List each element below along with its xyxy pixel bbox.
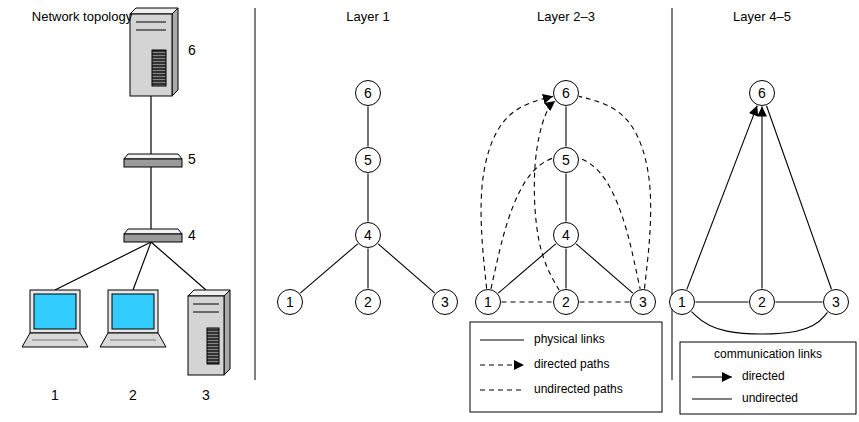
legend-frame — [680, 342, 856, 414]
legend-entry: directed — [742, 370, 785, 383]
legend-text: undirected — [742, 391, 798, 405]
legend-text: physical links — [534, 332, 605, 346]
node-circle: 4 — [553, 222, 579, 248]
legend-frame — [470, 322, 662, 412]
node-circle: 2 — [355, 289, 381, 315]
node-circle: 1 — [277, 289, 303, 315]
node-number: 2 — [562, 295, 570, 309]
node-number: 2 — [758, 295, 766, 309]
device-number: 4 — [188, 228, 196, 243]
physical-link — [565, 107, 566, 147]
node-number: 6 — [562, 86, 570, 100]
node-circle: 4 — [355, 222, 381, 248]
legend-text: undirected paths — [534, 382, 623, 396]
physical-link — [687, 106, 757, 290]
node-circle: 6 — [355, 80, 381, 106]
legend-entry: undirected — [742, 392, 798, 405]
legend-heading: communication links — [714, 348, 822, 361]
legend-sample — [480, 339, 524, 340]
server-icon — [130, 8, 178, 96]
legend-entry: physical links — [534, 333, 605, 346]
server-icon — [188, 290, 230, 375]
node-circle: 1 — [475, 289, 501, 315]
legend-sample — [692, 376, 732, 377]
node-number: 4 — [364, 228, 372, 242]
physical-link — [367, 107, 368, 147]
path-link — [491, 156, 640, 289]
physical-link — [761, 107, 762, 289]
physical-link — [367, 249, 368, 289]
legend-entry: directed paths — [534, 358, 609, 371]
path-link — [579, 96, 651, 288]
node-number: 1 — [678, 295, 686, 309]
physical-link — [378, 244, 435, 293]
panel-title: Layer 2–3 — [537, 10, 595, 24]
node-number: 6 — [364, 86, 372, 100]
legend-text: directed — [742, 369, 785, 383]
node-circle: 5 — [553, 147, 579, 173]
node-number: 2 — [364, 295, 372, 309]
legend-text: directed paths — [534, 357, 609, 371]
node-circle: 1 — [669, 289, 695, 315]
node-circle: 2 — [553, 289, 579, 315]
node-circle: 3 — [823, 289, 849, 315]
device-number: 5 — [188, 152, 196, 167]
node-circle: 5 — [355, 147, 381, 173]
node-number: 4 — [562, 228, 570, 242]
physical-link — [300, 244, 358, 293]
panel-title: Layer 4–5 — [733, 10, 791, 24]
physical-link — [565, 174, 566, 222]
physical-link — [498, 244, 556, 293]
legend-sample — [480, 389, 524, 390]
node-circle: 6 — [749, 80, 775, 106]
physical-link — [696, 301, 749, 302]
laptop-icon — [22, 290, 88, 347]
legend-sample — [692, 398, 732, 399]
node-circle: 6 — [553, 80, 579, 106]
panel-title: Network topology — [32, 10, 132, 24]
node-circle: 2 — [749, 289, 775, 315]
node-number: 5 — [364, 153, 372, 167]
node-number: 5 — [562, 153, 570, 167]
switch-icon — [124, 229, 182, 242]
legend-entry: undirected paths — [534, 383, 623, 396]
node-number: 6 — [758, 86, 766, 100]
physical-link — [367, 174, 368, 222]
switch-icon — [124, 154, 182, 167]
laptop-icon — [100, 290, 166, 347]
device-number: 3 — [202, 388, 210, 403]
node-number: 3 — [441, 295, 449, 309]
legend-sample — [480, 364, 524, 365]
node-number: 3 — [832, 295, 840, 309]
device-number: 2 — [129, 388, 137, 403]
physical-link — [776, 301, 823, 302]
physical-link — [767, 106, 832, 290]
device-number: 1 — [51, 388, 59, 403]
panel-title: Layer 1 — [346, 10, 389, 24]
node-circle: 3 — [432, 289, 458, 315]
network-wires — [55, 96, 206, 290]
path-link — [502, 301, 553, 302]
node-number: 1 — [286, 295, 294, 309]
device-number: 6 — [188, 43, 196, 58]
path-link — [534, 101, 559, 290]
physical-link — [565, 249, 566, 289]
physical-link — [576, 244, 633, 293]
path-link — [481, 96, 553, 288]
path-link — [580, 301, 630, 302]
node-number: 3 — [639, 295, 647, 309]
panel-divider — [255, 8, 256, 380]
panel-divider — [672, 8, 673, 380]
node-circle: 3 — [630, 289, 656, 315]
node-number: 1 — [484, 295, 492, 309]
